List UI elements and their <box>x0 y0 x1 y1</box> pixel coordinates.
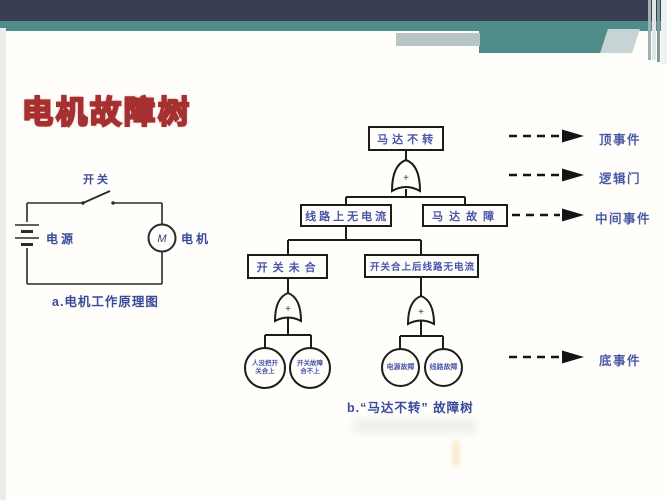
legend-intermediate-event: 中间事件 <box>595 212 652 226</box>
arrow-head-icon <box>562 168 584 182</box>
circuit-diagram: M <box>15 190 177 285</box>
basic-event-line: 关合上 <box>255 368 275 375</box>
tree-caption: b.“马达不转” 故障树 <box>347 401 474 415</box>
header-dark-bar <box>0 0 667 21</box>
legend-top-event: 顶事件 <box>599 133 642 147</box>
arrow-head-icon <box>562 129 584 143</box>
left-edge-strip <box>0 28 6 500</box>
edge-stripe <box>661 0 667 64</box>
tree-connectors <box>264 151 466 349</box>
legend-bottom-event: 底事件 <box>599 354 642 368</box>
basic-event-no-one-closed-switch: 人没把开 关合上 <box>244 347 286 389</box>
faint-watermark <box>352 419 477 434</box>
header-teal-band <box>0 21 667 31</box>
legend-logic-gate: 逻辑门 <box>599 172 642 186</box>
motor-symbol: M <box>157 233 167 245</box>
arrow-head-icon <box>562 208 584 222</box>
or-gate-icon-left <box>273 291 303 323</box>
arrow-head-icon <box>562 350 584 364</box>
circuit-caption: a.电机工作原理图 <box>52 295 159 309</box>
header-gray-bar <box>396 33 480 46</box>
basic-event-line: 开关故障 <box>297 359 323 367</box>
motor-circle-icon <box>147 223 177 253</box>
gate-plus-symbol: + <box>403 173 409 184</box>
or-gates <box>273 158 436 326</box>
gate-plus-symbol: + <box>285 304 291 315</box>
tree-node-no-current: 线路上无电流 <box>300 204 392 227</box>
slide-title: 电机故障树 <box>21 94 192 131</box>
faint-mark <box>452 440 460 466</box>
tree-node-top-event: 马达不转 <box>368 126 444 151</box>
circuit-wires <box>26 202 163 285</box>
tree-node-motor-fault: 马达故障 <box>422 204 508 227</box>
gate-plus-symbol: + <box>418 307 424 318</box>
edge-stripe <box>657 0 660 62</box>
battery-icon <box>15 224 39 246</box>
power-label: 电源 <box>46 232 77 246</box>
switch-contact <box>111 201 115 205</box>
basic-event-line: 合不上 <box>300 368 320 375</box>
switch-contact <box>81 201 85 205</box>
switch-label: 开关 <box>83 174 111 186</box>
edge-stripe <box>648 0 651 60</box>
tree-node-switch-open: 开关未合 <box>247 254 328 279</box>
tree-node-no-current-after-close: 开关合上后线路无电流 <box>364 254 479 278</box>
or-gate-icon-right <box>406 294 436 326</box>
basic-event-line: 人没把开 <box>252 359 278 367</box>
switch-blade-icon <box>82 190 111 204</box>
legend-arrows <box>509 129 584 364</box>
edge-stripe <box>652 0 656 60</box>
basic-event-power-fault: 电源故障 <box>381 348 420 387</box>
basic-event-line-fault: 线路故障 <box>424 348 463 387</box>
motor-label: 电机 <box>181 232 212 246</box>
or-gate-icon-top <box>390 158 422 193</box>
basic-event-switch-fault: 开关故障 合不上 <box>289 347 331 389</box>
